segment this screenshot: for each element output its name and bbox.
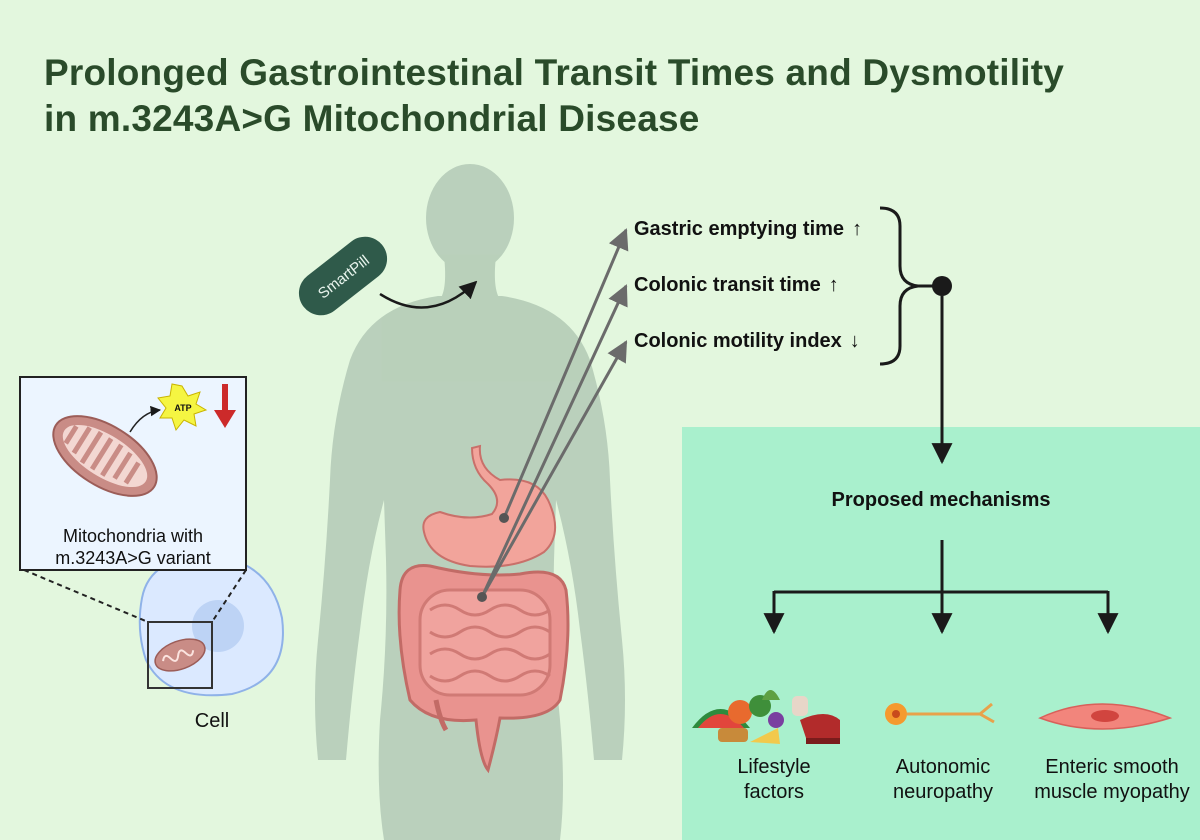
- appendix-illustration: [433, 699, 449, 732]
- cell-label: Cell: [195, 710, 229, 732]
- mechanism-2-line-2: neuropathy: [893, 781, 993, 803]
- mechanism-3-line-2: muscle myopathy: [1034, 781, 1190, 803]
- cell-illustration: [138, 554, 284, 697]
- atp-arrow: [129, 405, 162, 433]
- zoom-line-left: [23, 569, 149, 623]
- brace-node: [932, 276, 952, 296]
- finding-colonic-transit: Colonic transit time↑: [634, 274, 839, 296]
- stomach-marker: [499, 513, 509, 523]
- food-icon: [692, 690, 840, 744]
- title-line-1: Prolonged Gastrointestinal Transit Times…: [44, 52, 1065, 93]
- page-title: Prolonged Gastrointestinal Transit Times…: [44, 50, 1164, 142]
- smartpill-capsule: SmartPill: [298, 236, 388, 316]
- neuron-icon: [885, 702, 995, 725]
- finding-pointer-lines: [480, 228, 629, 598]
- mechanism-1-line-2: factors: [744, 781, 804, 803]
- mechanism-3-line-1: Enteric smooth: [1045, 756, 1178, 778]
- finding-colonic-motility: Colonic motility index↓: [634, 330, 860, 352]
- mechanism-1-line-1: Lifestyle: [737, 756, 810, 778]
- mito-caption-line-1: Mitochondria with: [63, 526, 203, 546]
- mitochondria-illustration: [52, 415, 158, 497]
- atp-label: ATP: [174, 403, 191, 413]
- down-arrow-icon: [214, 384, 236, 428]
- pill-ingest-arrow: [379, 280, 478, 309]
- finding-gastric-emptying: Gastric emptying time↑: [634, 218, 862, 240]
- mechanism-branches: [763, 540, 1119, 635]
- atp-star-icon: ATP: [157, 383, 208, 432]
- mechanisms-heading: Proposed mechanisms: [832, 489, 1051, 511]
- mechanism-2-line-1: Autonomic: [896, 756, 991, 778]
- title-line-2: in m.3243A>G Mitochondrial Disease: [44, 98, 700, 139]
- findings-brace: [879, 206, 919, 366]
- small-intestine-illustration: [418, 588, 552, 697]
- smooth-muscle-cell-icon: [1038, 703, 1173, 730]
- mito-caption-line-2: m.3243A>G variant: [55, 548, 211, 568]
- colon-marker: [477, 592, 487, 602]
- zoom-line-right: [211, 569, 247, 623]
